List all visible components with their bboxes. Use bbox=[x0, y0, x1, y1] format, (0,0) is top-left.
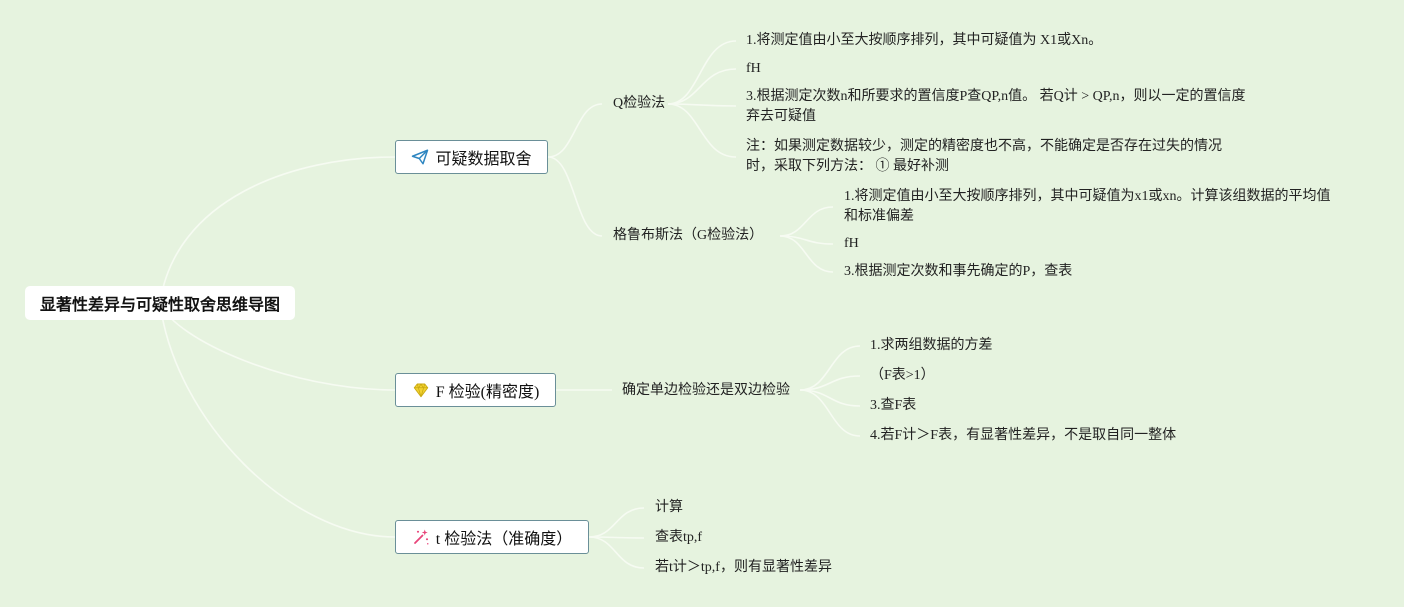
leaf-f-2[interactable]: （F表>1） bbox=[870, 368, 935, 383]
leaf-g-2[interactable]: fH bbox=[844, 236, 859, 251]
leaf-g-1[interactable]: 1.将测定值由小至大按顺序排列，其中可疑值为x1或xn。计算该组数据的平均值和标… bbox=[844, 189, 1331, 224]
diamond-icon bbox=[412, 381, 430, 399]
sub-topic-q-test[interactable]: Q检验法 bbox=[613, 96, 666, 111]
leaf-f-3[interactable]: 3.查F表 bbox=[870, 398, 917, 413]
leaf-q-3[interactable]: 3.根据测定次数n和所要求的置信度P查QP,n值。 若Q计 > QP,n，则以一… bbox=[746, 89, 1246, 124]
leaf-t-1[interactable]: 计算 bbox=[655, 500, 683, 515]
sub-topic-sided-test[interactable]: 确定单边检验还是双边检验 bbox=[622, 383, 790, 398]
leaf-q-4[interactable]: 注：如果测定数据较少，测定的精密度也不高，不能确定是否存在过失的情况时，采取下列… bbox=[746, 139, 1222, 174]
branch-f-test[interactable]: F 检验(精密度) bbox=[395, 373, 556, 407]
branch-label: 可疑数据取舍 bbox=[435, 151, 532, 168]
leaf-t-2[interactable]: 查表tp,f bbox=[655, 530, 703, 545]
leaf-f-1[interactable]: 1.求两组数据的方差 bbox=[870, 338, 993, 353]
paper-plane-icon bbox=[411, 148, 429, 166]
branch-label: F 检验(精密度) bbox=[435, 384, 540, 401]
branch-t-test[interactable]: t 检验法（准确度） bbox=[395, 520, 589, 554]
branch-label: t 检验法（准确度） bbox=[435, 531, 573, 548]
sparkle-wand-icon bbox=[412, 528, 430, 546]
root-topic[interactable]: 显著性差异与可疑性取舍思维导图 bbox=[25, 286, 295, 320]
leaf-g-3[interactable]: 3.根据测定次数和事先确定的P，查表 bbox=[844, 264, 1073, 279]
leaf-f-4[interactable]: 4.若F计＞F表，有显著性差异，不是取自同一整体 bbox=[870, 428, 1177, 443]
leaf-q-2[interactable]: fH bbox=[746, 61, 761, 76]
leaf-t-3[interactable]: 若t计＞tp,f，则有显著性差异 bbox=[655, 560, 832, 575]
leaf-q-1[interactable]: 1.将测定值由小至大按顺序排列，其中可疑值为 X1或Xn。 bbox=[746, 33, 1103, 48]
sub-topic-grubbs-test[interactable]: 格鲁布斯法（G检验法） bbox=[613, 228, 764, 243]
branch-suspicious-data[interactable]: 可疑数据取舍 bbox=[395, 140, 548, 174]
root-title: 显著性差异与可疑性取舍思维导图 bbox=[39, 297, 280, 314]
